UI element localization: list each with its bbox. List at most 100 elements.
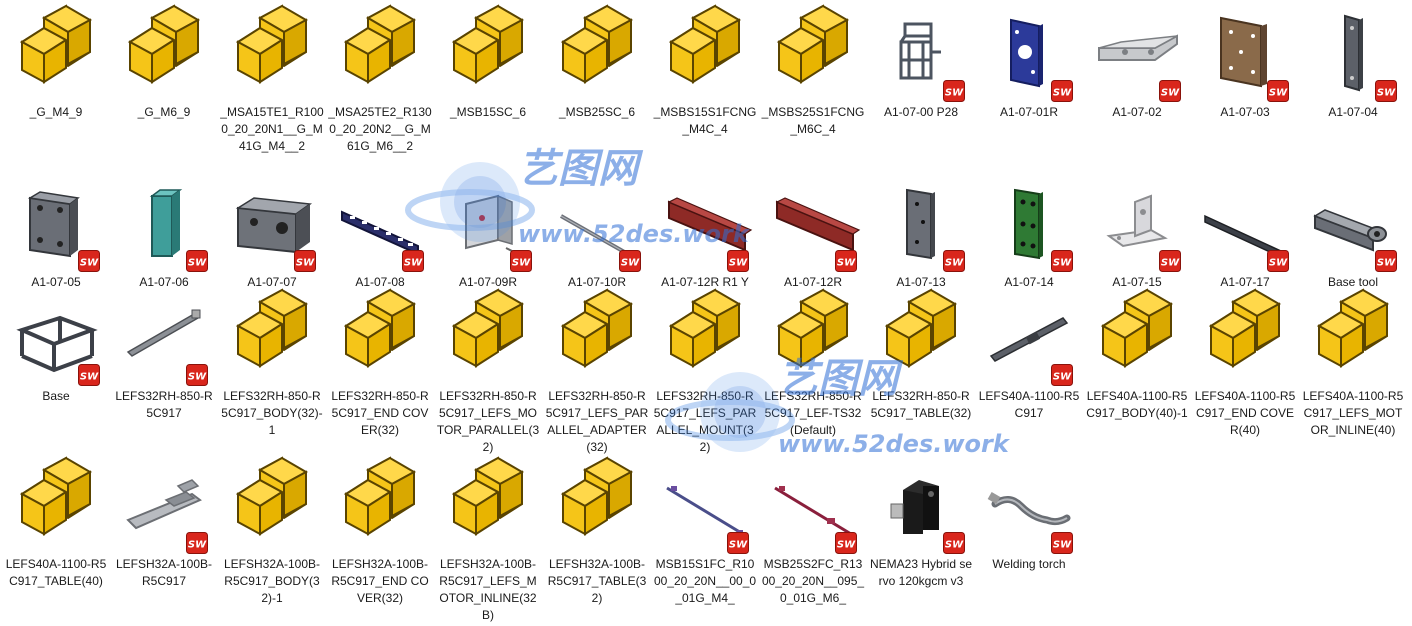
file-item[interactable]: LEFS40A-1100-R5C917_LEFS_MOTOR_INLINE(40… bbox=[1299, 288, 1407, 456]
file-thumbnail bbox=[657, 288, 753, 386]
file-item[interactable]: LEFSH32A-100B-R5C917_BODY(32)-1 bbox=[218, 456, 326, 624]
file-item[interactable]: SW A1-07-09R bbox=[434, 176, 542, 342]
generic-part-icon bbox=[879, 288, 963, 380]
file-name-label: A1-07-05 bbox=[31, 275, 81, 289]
file-item[interactable]: SW Welding torch bbox=[975, 458, 1083, 624]
file-thumbnail bbox=[1305, 288, 1401, 386]
generic-part-icon bbox=[771, 4, 855, 96]
file-thumbnail bbox=[332, 4, 428, 102]
file-item[interactable]: _MSB25SC_6 bbox=[543, 4, 651, 172]
file-item[interactable]: _MSB15SC_6 bbox=[434, 4, 542, 172]
file-item[interactable]: SW A1-07-15 bbox=[1083, 176, 1191, 342]
file-item[interactable]: SW A1-07-08 bbox=[326, 176, 434, 342]
file-item[interactable]: LEFS32RH-850-R5C917_LEFS_PARALLEL_ADAPTE… bbox=[543, 288, 651, 456]
file-item[interactable]: LEFS40A-1100-R5C917_BODY(40)-1 bbox=[1083, 288, 1191, 456]
file-item[interactable]: SW A1-07-00 P28 bbox=[867, 6, 975, 172]
file-name-label: LEFSH32A-100B-R5C917_END COVER(32) bbox=[331, 557, 429, 605]
file-name-label: LEFSH32A-100B-R5C917 bbox=[115, 557, 213, 588]
file-item[interactable]: SW LEFS32RH-850-R5C917 bbox=[110, 290, 218, 456]
file-thumbnail bbox=[549, 288, 645, 386]
file-item[interactable]: SW Base bbox=[2, 290, 110, 456]
file-item[interactable]: SW A1-07-03 bbox=[1191, 6, 1299, 172]
file-name-label: Base bbox=[42, 389, 70, 403]
file-thumbnail bbox=[549, 456, 645, 554]
file-name-label: LEFS32RH-850-R5C917_END COVER(32) bbox=[331, 389, 429, 437]
file-item[interactable]: LEFS32RH-850-R5C917_TABLE(32) bbox=[867, 288, 975, 456]
file-item[interactable]: _G_M4_9 bbox=[2, 4, 110, 172]
file-item[interactable]: LEFS32RH-850-R5C917_LEFS_PARALLEL_MOUNT(… bbox=[651, 288, 759, 456]
file-name-label: _MSB15SC_6 bbox=[449, 105, 527, 119]
solidworks-badge-icon: SW bbox=[186, 364, 208, 386]
generic-part-icon bbox=[555, 4, 639, 96]
file-item[interactable]: SW NEMA23 Hybrid servo 120kgcm v3 bbox=[867, 458, 975, 624]
file-name-label: MSB25S2FC_R1300_20_20N__095_0_01G_M6_ bbox=[761, 557, 865, 605]
file-name-label: LEFS32RH-850-R5C917_LEFS_PARALLEL_MOUNT(… bbox=[653, 389, 757, 454]
file-item[interactable]: LEFS40A-1100-R5C917_END COVER(40) bbox=[1191, 288, 1299, 456]
file-item[interactable]: LEFSH32A-100B-R5C917_END COVER(32) bbox=[326, 456, 434, 624]
solidworks-badge-icon: SW bbox=[943, 532, 965, 554]
file-item[interactable]: SW A1-07-01R bbox=[975, 6, 1083, 172]
generic-part-icon bbox=[230, 288, 314, 380]
file-thumbnail: SW bbox=[1089, 176, 1185, 272]
file-thumbnail: SW bbox=[8, 290, 104, 386]
generic-part-icon bbox=[14, 456, 98, 548]
file-thumbnail: SW bbox=[981, 290, 1077, 386]
file-item[interactable]: _MSBS25S1FCNG_M6C_4 bbox=[759, 4, 867, 172]
solidworks-badge-icon: SW bbox=[1051, 250, 1073, 272]
file-item[interactable]: SW A1-07-05 bbox=[2, 176, 110, 342]
svg-text:SW: SW bbox=[296, 258, 315, 269]
file-name-label: LEFSH32A-100B-R5C917_BODY(32)-1 bbox=[223, 557, 321, 605]
file-item[interactable]: SW A1-07-07 bbox=[218, 176, 326, 342]
file-item[interactable]: LEFS32RH-850-R5C917_END COVER(32) bbox=[326, 288, 434, 456]
slide-unit-icon bbox=[122, 464, 206, 548]
file-item[interactable]: SW A1-07-06 bbox=[110, 176, 218, 342]
svg-text:SW: SW bbox=[1053, 258, 1072, 269]
svg-text:SW: SW bbox=[945, 258, 964, 269]
file-name-label: A1-07-17 bbox=[1220, 275, 1270, 289]
file-thumbnail: SW bbox=[873, 458, 969, 554]
file-item[interactable]: SW A1-07-10R bbox=[543, 176, 651, 342]
file-item[interactable]: _MSBS15S1FCNG_M4C_4 bbox=[651, 4, 759, 172]
svg-text:SW: SW bbox=[188, 540, 207, 551]
file-item[interactable]: LEFSH32A-100B-R5C917_LEFS_MOTOR_INLINE(3… bbox=[434, 456, 542, 624]
file-thumbnail: SW bbox=[765, 458, 861, 554]
file-item[interactable]: LEFS32RH-850-R5C917_BODY(32)-1 bbox=[218, 288, 326, 456]
file-name-label: A1-07-01R bbox=[999, 105, 1059, 119]
file-thumbnail bbox=[224, 288, 320, 386]
file-item[interactable]: SW A1-07-12R bbox=[759, 176, 867, 342]
file-thumbnail: SW bbox=[657, 176, 753, 272]
white-bracket-icon bbox=[1095, 182, 1179, 266]
file-item[interactable]: SW MSB25S2FC_R1300_20_20N__095_0_01G_M6_ bbox=[759, 458, 867, 624]
file-name-label: LEFS40A-1100-R5C917_LEFS_MOTOR_INLINE(40… bbox=[1302, 389, 1404, 437]
file-item[interactable]: _G_M6_9 bbox=[110, 4, 218, 172]
file-item[interactable]: SW MSB15S1FC_R1000_20_20N__00_0_01G_M4_ bbox=[651, 458, 759, 624]
svg-text:SW: SW bbox=[188, 372, 207, 383]
file-item[interactable]: SW Base tool bbox=[1299, 176, 1407, 342]
file-name-label: LEFS32RH-850-R5C917 bbox=[115, 389, 213, 420]
file-item[interactable]: _MSA15TE1_R1000_20_20N1__G_M41G_M4__2 bbox=[218, 4, 326, 172]
file-item[interactable]: SW A1-07-12R R1 Y bbox=[651, 176, 759, 342]
solidworks-badge-icon: SW bbox=[1267, 250, 1289, 272]
file-item[interactable]: SW A1-07-04 bbox=[1299, 6, 1407, 172]
file-thumbnail bbox=[1089, 288, 1185, 386]
file-item[interactable]: SW A1-07-14 bbox=[975, 176, 1083, 342]
file-thumbnail: SW bbox=[1305, 176, 1401, 272]
file-thumbnail bbox=[765, 4, 861, 102]
generic-part-icon bbox=[663, 4, 747, 96]
file-item[interactable]: _MSA25TE2_R1300_20_20N2__G_M61G_M6__2 bbox=[326, 4, 434, 172]
file-icon-grid: _G_M4_9 _G_M6_9 _MSA15TE1_R1000_20_20N1_… bbox=[2, 4, 1412, 626]
file-item[interactable]: LEFS32RH-850-R5C917_LEFS_MOTOR_PARALLEL(… bbox=[434, 288, 542, 456]
file-item[interactable]: LEFSH32A-100B-R5C917_TABLE(32) bbox=[543, 456, 651, 624]
blue-plate-icon bbox=[987, 12, 1071, 96]
file-name-label: _G_M6_9 bbox=[137, 105, 191, 119]
solidworks-badge-icon: SW bbox=[1051, 364, 1073, 386]
file-item[interactable]: LEFS32RH-850-R5C917_LEF-TS32(Default) bbox=[759, 288, 867, 456]
file-item[interactable]: SW LEFSH32A-100B-R5C917 bbox=[110, 458, 218, 624]
file-item[interactable]: LEFS40A-1100-R5C917_TABLE(40) bbox=[2, 456, 110, 624]
file-item[interactable]: SW A1-07-17 bbox=[1191, 176, 1299, 342]
file-item[interactable]: SW A1-07-02 bbox=[1083, 6, 1191, 172]
file-thumbnail: SW bbox=[332, 176, 428, 272]
file-name-label: LEFS40A-1100-R5C917 bbox=[978, 389, 1080, 420]
file-item[interactable]: SW A1-07-13 bbox=[867, 176, 975, 342]
file-item[interactable]: SW LEFS40A-1100-R5C917 bbox=[975, 290, 1083, 456]
